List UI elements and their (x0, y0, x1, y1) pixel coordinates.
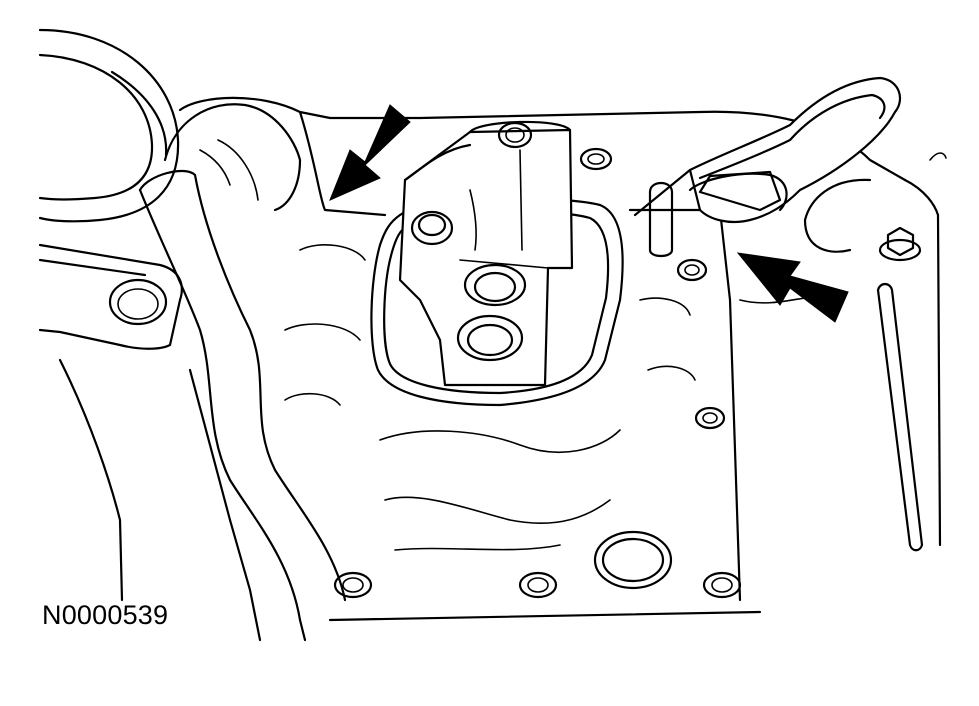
figure-reference-number: N0000539 (42, 600, 169, 630)
arrow-icon (736, 252, 849, 323)
mounting-bracket (38, 243, 183, 350)
valve-body (398, 120, 574, 387)
pulley-housing (38, 28, 180, 223)
cover-gasket (370, 197, 624, 407)
casting-details (284, 208, 831, 622)
wrench-tool (633, 76, 902, 224)
arrow-icon (329, 104, 411, 201)
hose (138, 103, 347, 642)
bolt-bosses (333, 147, 924, 599)
